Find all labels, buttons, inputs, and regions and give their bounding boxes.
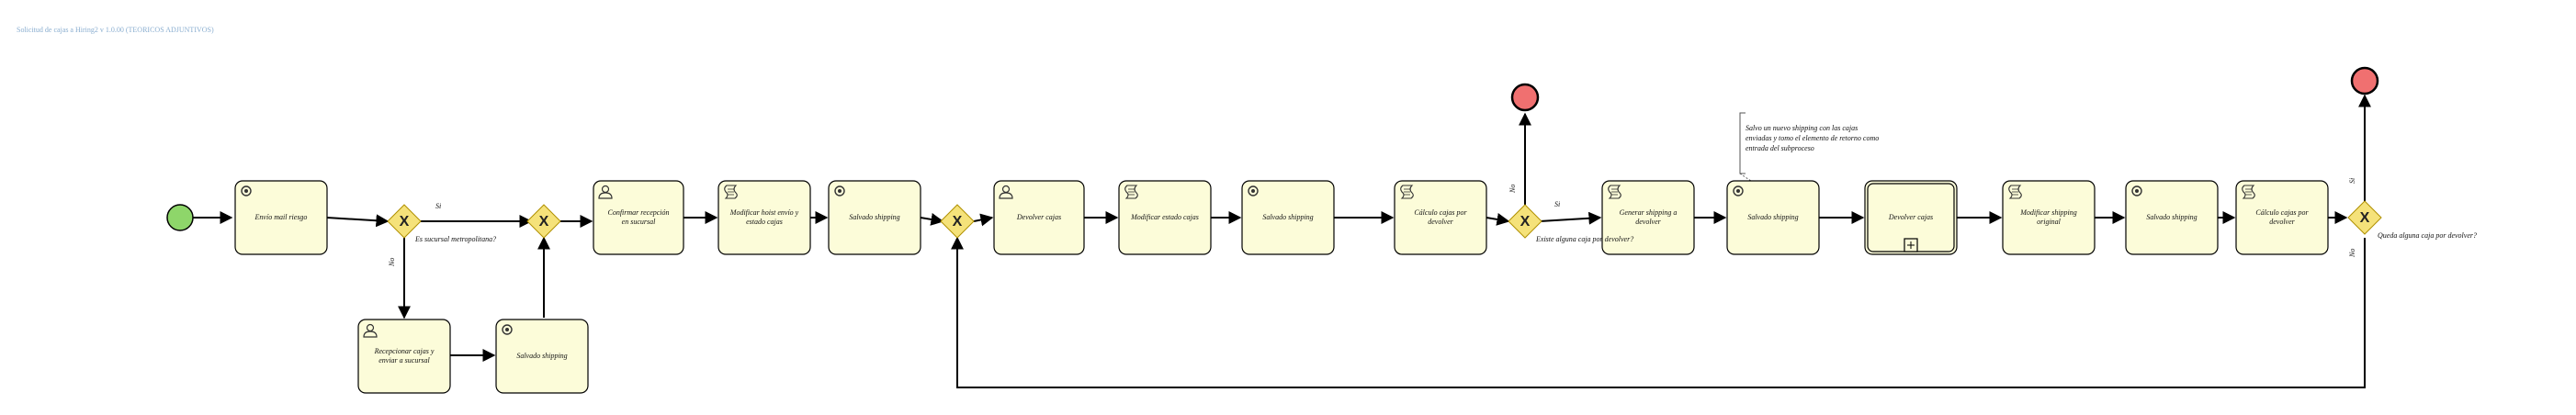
start-event [166, 204, 194, 231]
gateway-g1: X [387, 204, 422, 239]
user-icon [999, 185, 1013, 199]
script-icon [1608, 185, 1621, 199]
task-t2-label: Confirmar recepción en sucursal [607, 208, 670, 226]
gateway-g6-label: Queda alguna caja por devolver? [2378, 231, 2477, 240]
gateway-g6: X [2347, 200, 2382, 235]
exclusive-x-icon: X [1520, 214, 1531, 230]
task-t14-label: Cálculo cajas por devolver [2255, 208, 2309, 226]
task-t6-label: Modificar estado cajas [1131, 213, 1199, 221]
task-t8[interactable] [1394, 180, 1487, 255]
service-gear-icon [241, 185, 252, 196]
script-icon [2008, 185, 2022, 199]
task-t16[interactable] [495, 319, 589, 394]
task-t3[interactable] [717, 180, 811, 255]
task-t7-label: Salvado shipping [1262, 213, 1314, 221]
end-event-2 [2350, 66, 2379, 95]
end-event-1 [1510, 83, 1540, 112]
task-t14[interactable] [2235, 180, 2329, 255]
flow-t4-g3 [920, 213, 944, 226]
task-t9[interactable] [1601, 180, 1695, 255]
flow-label-g5-yes: Si [1554, 200, 1561, 208]
flow-g3-t5 [973, 213, 994, 227]
exclusive-x-icon: X [400, 214, 410, 230]
gateway-g5-label: Existe alguna caja por devolver? [1536, 235, 1634, 243]
task-t12-label: Modificar shipping original [2020, 208, 2077, 226]
gateways: X X X X X [387, 200, 2382, 239]
task-t1-label: Envío mail riesgo [254, 213, 308, 221]
task-t13[interactable] [2125, 180, 2219, 255]
task-t4[interactable] [828, 180, 921, 255]
flow-g6-loop-g3 [951, 236, 2366, 388]
exclusive-x-icon: X [2360, 210, 2370, 226]
sequence-flows [193, 94, 2371, 388]
task-t10-label: Salvado shipping [1747, 213, 1799, 221]
gateway-g1-label: Es sucursal metropolitana? [415, 235, 497, 243]
service-gear-icon [834, 185, 845, 196]
task-t8-label: Cálculo cajas por devolver [1414, 208, 1467, 226]
task-t10[interactable] [1726, 180, 1820, 255]
flow-g5-t9 [1539, 211, 1602, 225]
flow-label-g6-no: No [2348, 248, 2356, 257]
task-t5-label: Devolver cajas [1016, 213, 1062, 221]
task-t4-label: Salvado shipping [849, 213, 900, 221]
task-t7[interactable] [1241, 180, 1335, 255]
task-t15-label: Recepcionar cajas y enviar a sucursal [374, 347, 435, 365]
flow-label-g1-no: No [388, 257, 396, 266]
script-icon [1124, 185, 1138, 199]
gateway-g3: X [940, 204, 975, 239]
flow-label-g5-no: No [1508, 184, 1517, 193]
flow-t8-g5 [1486, 213, 1510, 226]
task-t11[interactable] [1864, 180, 1958, 255]
task-t1[interactable] [234, 180, 328, 255]
diagram-title: Solicitud de cajas a Hiring2 v 1.0.00 (T… [17, 26, 214, 34]
user-icon [363, 323, 378, 338]
user-icon [598, 185, 613, 199]
text-annotation: Salvo un nuevo shipping con las cajas en… [1746, 124, 1880, 152]
service-gear-icon [502, 324, 513, 335]
task-t2[interactable] [593, 180, 684, 255]
gateway-g2: X [526, 204, 561, 239]
task-t16-label: Salvado shipping [516, 352, 568, 360]
task-t5[interactable] [993, 180, 1085, 255]
task-t11-label: Devolver cajas [1888, 213, 1934, 221]
flow-label-g1-yes: Si [435, 202, 442, 210]
service-gear-icon [1248, 185, 1259, 196]
task-t12[interactable] [2002, 180, 2096, 255]
exclusive-x-icon: X [953, 214, 963, 230]
service-gear-icon [1733, 185, 1744, 196]
script-icon [1400, 185, 1414, 199]
gateway-g5: X [1508, 204, 1542, 239]
flow-t1-g1 [326, 214, 390, 228]
task-t9-label: Generar shipping a devolver [1619, 208, 1678, 226]
subprocess-expand-icon[interactable] [1904, 238, 1918, 252]
script-icon [724, 185, 738, 199]
exclusive-x-icon: X [539, 214, 549, 230]
script-icon [2242, 185, 2255, 199]
task-t3-label: Modificar hoist envío y estado cajas [729, 208, 799, 226]
task-t6[interactable] [1118, 180, 1212, 255]
task-boxes [234, 180, 2329, 394]
flow-label-g6-yes: Si [2348, 177, 2356, 184]
task-t13-label: Salvado shipping [2146, 213, 2198, 221]
service-gear-icon [2131, 185, 2142, 196]
task-t15[interactable] [357, 319, 451, 394]
